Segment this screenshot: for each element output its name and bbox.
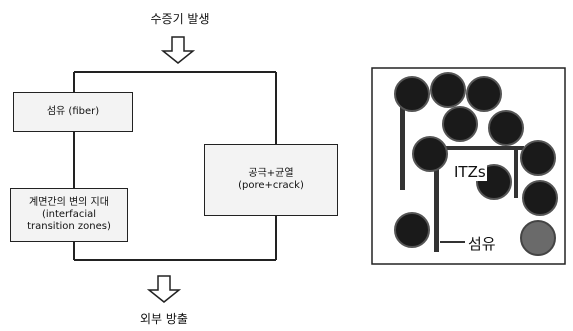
pore-box-line-2: (pore+crack) [238, 180, 304, 191]
bottom-label: 외부 방출 [140, 312, 188, 326]
top-arrow [160, 36, 196, 64]
aggregate-circle [488, 110, 524, 146]
aggregate-circle [520, 140, 556, 176]
fiber-bar [400, 100, 405, 190]
aggregate-circle [412, 136, 448, 172]
aggregate-circle [466, 76, 502, 112]
pore-box-line-1: 공극+균열 [248, 168, 294, 179]
aggregate-circle [520, 220, 556, 256]
itz-label: ITZs [453, 163, 487, 181]
aggregate-circle [522, 180, 558, 216]
fiber-bar [434, 148, 439, 252]
fiber-box: 섬유 (fiber) [13, 92, 133, 132]
pore-box: 공극+균열 (pore+crack) [204, 144, 338, 216]
itz-box-line-3: transition zones) [27, 221, 111, 232]
itz-box-line-2: (interfacial [41, 209, 97, 220]
aggregate-circle [442, 106, 478, 142]
flow-frame [73, 71, 277, 261]
aggregate-circle [394, 76, 430, 112]
top-label: 수증기 발생 [150, 12, 210, 26]
fiber-box-label: 섬유 (fiber) [46, 106, 100, 117]
fiber-label: 섬유 [468, 235, 496, 253]
bottom-arrow [146, 275, 182, 303]
itz-box: 계면간의 변의 지대 (interfacial transition zones… [10, 188, 128, 242]
fiber-bar [434, 146, 524, 150]
fiber-bar [514, 148, 518, 198]
aggregate-circle [394, 212, 430, 248]
aggregate-circle [430, 72, 466, 108]
itz-box-line-1: 계면간의 변의 지대 [29, 197, 109, 208]
